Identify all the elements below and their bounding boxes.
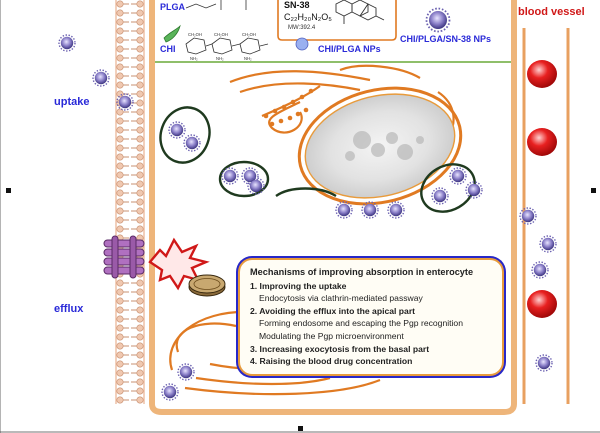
nanoparticle	[161, 383, 179, 401]
chi-label: CHI	[160, 44, 176, 54]
svg-text:CH₂OH: CH₂OH	[242, 32, 256, 37]
chi-plga-sn38-nps-label: CHI/PLGA/SN-38 NPs	[400, 34, 492, 44]
mechanism-2: 2. Avoiding the efflux into the apical p…	[250, 305, 416, 316]
svg-text:CH₂OH: CH₂OH	[188, 32, 202, 37]
pgp-pump	[103, 235, 145, 279]
mechanism-2-detail-1: Forming endosome and escaping the Pgp re…	[259, 318, 463, 329]
membrane-disc	[188, 274, 226, 297]
nanoparticle	[221, 167, 239, 185]
sn38-mw: MW:392.4	[288, 25, 316, 31]
uptake-label: uptake	[54, 96, 90, 108]
nanoparticle	[116, 93, 134, 111]
nanoparticle	[168, 121, 186, 139]
nanoparticle	[58, 34, 76, 52]
nanoparticle	[535, 354, 553, 372]
sn38-bracket	[277, 0, 397, 41]
rough-er	[261, 85, 321, 127]
blood-vessel-label: blood vessel	[518, 6, 585, 18]
mechanism-4: 4. Raising the blood drug concentration	[250, 356, 413, 367]
pgp-inhibition-burst	[148, 237, 210, 291]
chitosan-structure	[185, 37, 269, 55]
red-blood-cell	[527, 128, 557, 156]
mechanisms-title: Mechanisms of improving absorption in en…	[250, 267, 474, 277]
cell-membrane	[149, 0, 517, 415]
apical-membrane-bilayer	[115, 0, 145, 404]
nucleus	[297, 86, 463, 206]
nanoparticle	[335, 201, 353, 219]
sn38-formula: C₂₂H₂₀N₂O₅	[284, 12, 332, 22]
nanoparticle	[431, 187, 449, 205]
mechanism-3: 3. Increasing exocytosis from the basal …	[250, 343, 430, 354]
chi-icon	[163, 24, 181, 43]
nanoparticle	[531, 261, 549, 279]
nanoparticle	[247, 177, 265, 195]
endoplasmic-reticulum	[169, 64, 455, 396]
sn38-structure	[335, 0, 385, 24]
efflux-label: efflux	[54, 303, 84, 315]
nanoparticle	[519, 207, 537, 225]
endosome-3	[275, 187, 337, 198]
mechanism-1-detail: Endocytosis via clathrin-mediated passwa…	[259, 293, 423, 304]
nanoparticle	[449, 167, 467, 185]
mechanism-1: 1. Improving the uptake	[250, 280, 347, 291]
nanoparticle	[92, 69, 110, 87]
chi-plga-sn38-np-icon	[425, 7, 451, 33]
mechanism-2-detail-2: Modulating the Pgp microenvironment	[259, 330, 404, 341]
nanoparticle	[183, 134, 201, 152]
svg-text:NH₂: NH₂	[216, 56, 224, 61]
mechanisms-box: Mechanisms of improving absorption in en…	[238, 258, 504, 376]
endosome-2	[218, 160, 270, 198]
plga-label: PLGA	[160, 2, 186, 12]
chi-plga-np-icon	[295, 37, 309, 51]
nanoparticle	[177, 363, 195, 381]
red-blood-cell	[527, 60, 557, 88]
frame-handle-left	[6, 188, 11, 193]
endosome-4	[420, 163, 476, 213]
nanoparticle	[465, 181, 483, 199]
frame-handle-right	[591, 188, 596, 193]
endosome-1	[159, 106, 211, 164]
chi-plga-nps-label: CHI/PLGA NPs	[318, 44, 381, 54]
plga-structure	[185, 0, 247, 10]
nanoparticle	[539, 235, 557, 253]
svg-text:CH₂OH: CH₂OH	[214, 32, 228, 37]
nanoparticle	[387, 201, 405, 219]
sn38-label: SN-38	[284, 0, 310, 10]
frame-handle-bottom	[298, 426, 303, 431]
svg-text:NH₂: NH₂	[244, 56, 252, 61]
chitosan-substituent-labels: CH₂OH CH₂OH CH₂OH NH₂ NH₂ NH₂	[188, 32, 256, 61]
red-blood-cell	[527, 290, 557, 318]
svg-text:NH₂: NH₂	[190, 56, 198, 61]
